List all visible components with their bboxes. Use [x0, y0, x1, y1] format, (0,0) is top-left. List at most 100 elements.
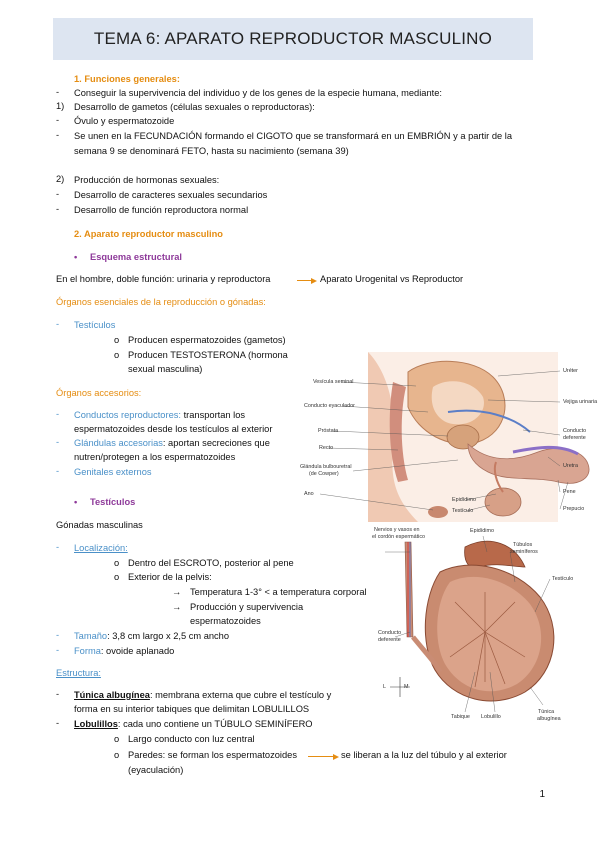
figure-label: Uretra	[563, 463, 578, 469]
figure-label: deferente	[563, 435, 586, 441]
text-line: se liberan a la luz del túbulo y al exte…	[341, 750, 507, 760]
figure-label: Vesícula seminal	[313, 379, 354, 385]
text-line-orange: Órganos esenciales de la reproducción o …	[56, 297, 266, 307]
arrow-icon	[297, 280, 312, 282]
text-line: Tamaño: 3,8 cm largo x 2,5 cm ancho	[74, 631, 230, 641]
figure-label: Túbulos	[513, 542, 533, 548]
text-line: Producción de hormonas sexuales:	[74, 175, 220, 185]
bullet-dash: -	[56, 645, 60, 655]
text-line: (eyaculación)	[128, 765, 184, 775]
bullet-dash: -	[56, 130, 60, 140]
text-line: Lobulillos: cada uno contiene un TÚBULO …	[74, 719, 313, 729]
text-line: Conseguir la supervivencia del individuo…	[74, 88, 442, 98]
text-line: Desarrollo de caracteres sexuales secund…	[74, 190, 268, 200]
text-line: espermatozoides desde los testículos al …	[74, 424, 273, 434]
bullet-dot: •	[74, 252, 78, 262]
figure-label: Epidídimo	[452, 497, 476, 503]
text-line-blue: Localización:	[74, 543, 128, 553]
bullet-dash: -	[56, 115, 60, 125]
figure-label: Testículo	[452, 508, 474, 514]
figure-label: Ano	[304, 491, 314, 497]
text-line-blue: Estructura:	[56, 668, 101, 678]
bullet-dash: -	[56, 409, 60, 419]
text-line: Producen espermatozoides (gametos)	[128, 335, 286, 345]
text-line: Desarrollo de función reproductora norma…	[74, 205, 249, 215]
arrow-head-icon	[311, 277, 317, 284]
text-line: Largo conducto con luz central	[128, 734, 255, 744]
bullet-o: o	[114, 572, 120, 582]
bullet-o: o	[114, 350, 120, 360]
text-line: Aparato Urogenital vs Reproductor	[320, 274, 464, 284]
bullet-dash: -	[56, 204, 60, 214]
text-line: Túnica albugínea: membrana externa que c…	[74, 690, 332, 700]
text-line: Forma: ovoide aplanado	[74, 646, 175, 656]
compass-label: M	[404, 684, 409, 690]
list-number: 2)	[56, 174, 65, 184]
text-line: Exterior de la pelvis:	[128, 572, 212, 582]
section-1-heading: 1. Funciones generales:	[74, 74, 180, 84]
text-line: Producción y supervivencia	[190, 602, 304, 612]
text-line: sexual masculina)	[128, 364, 203, 374]
subheading: Esquema estructural	[90, 252, 182, 262]
bullet-o: o	[114, 558, 120, 568]
text-line-blue: Genitales externos	[74, 467, 152, 477]
bullet-dash: -	[56, 189, 60, 199]
page-title: TEMA 6: APARATO REPRODUCTOR MASCULINO	[93, 29, 493, 48]
bullet-dash: -	[56, 542, 60, 552]
arrow-icon: →	[172, 602, 182, 612]
figure-label: Nervios y vasos en	[374, 527, 420, 533]
testicle-diagram	[385, 535, 555, 713]
figure-label: Pene	[563, 489, 576, 495]
bullet-dash: -	[56, 630, 60, 640]
text-line: espermatozoides	[190, 616, 261, 626]
text-line: Temperatura 1-3° < a temperatura corpora…	[190, 587, 367, 597]
subheading: Testículos	[90, 497, 136, 507]
figure-label: Lobulillo	[481, 714, 501, 720]
text-line: Dentro del ESCROTO, posterior al pene	[128, 558, 294, 568]
title-bar: TEMA 6: APARATO REPRODUCTOR MASCULINO	[53, 18, 533, 60]
figure-label: Vejiga urinaria	[563, 399, 598, 405]
figure-label: Próstata	[318, 428, 339, 434]
bullet-dot: •	[74, 497, 78, 507]
text-line-blue: Testículos	[74, 320, 116, 330]
text-line: Producen TESTOSTERONA (hormona	[128, 350, 288, 360]
figure-label: Testículo	[552, 576, 574, 582]
list-number: 1)	[56, 101, 65, 111]
bullet-o: o	[114, 335, 120, 345]
text-line: Glándulas accesorias: aportan secrecione…	[74, 438, 270, 448]
figure-label: Tabique	[451, 714, 470, 720]
text-line: Desarrollo de gametos (células sexuales …	[74, 102, 315, 112]
text-line: Conductos reproductores: transportan los	[74, 410, 246, 420]
arrow-icon: →	[172, 587, 182, 597]
text-line: Se unen en la FECUNDACIÓN formando el CI…	[74, 131, 512, 141]
text-line: Óvulo y espermatozoide	[74, 116, 175, 126]
bullet-dash: -	[56, 437, 60, 447]
bullet-o: o	[114, 750, 120, 760]
figure-label: Prepucio	[563, 506, 585, 512]
compass-label: L	[383, 684, 386, 690]
page-number: 1	[539, 789, 545, 800]
figure-label: Recto	[319, 445, 334, 451]
male-reproductive-diagram	[319, 352, 590, 522]
text-line: Gónadas masculinas	[56, 520, 143, 530]
arrow-head-icon	[333, 753, 339, 760]
arrow-icon	[308, 756, 334, 758]
text-line: nutren/protegen a los espermatozoides	[74, 452, 236, 462]
figure-label: Glándula bulbouretral	[300, 464, 352, 470]
bullet-dash: -	[56, 319, 60, 329]
text-line: En el hombre, doble función: urinaria y …	[56, 274, 271, 284]
figure-label: albugínea	[537, 716, 561, 722]
figure-label: Conducto	[563, 428, 587, 434]
bullet-dash: -	[56, 87, 60, 97]
text-line-orange: Órganos accesorios:	[56, 388, 142, 398]
bullet-o: o	[114, 734, 120, 744]
figure-label: Epidídimo	[470, 528, 494, 534]
figure-label: Conducto	[378, 630, 402, 636]
bullet-dash: -	[56, 689, 60, 699]
bullet-dash: -	[56, 466, 60, 476]
figure-label: deferente	[378, 637, 401, 643]
figure-label: Conducto eyaculador	[304, 403, 355, 409]
text-line: semana 9 se denominará FETO, hasta su na…	[74, 146, 349, 156]
section-2-heading: 2. Aparato reproductor masculino	[74, 229, 223, 239]
text-line: forma en su interior tabiques que delimi…	[74, 704, 310, 714]
